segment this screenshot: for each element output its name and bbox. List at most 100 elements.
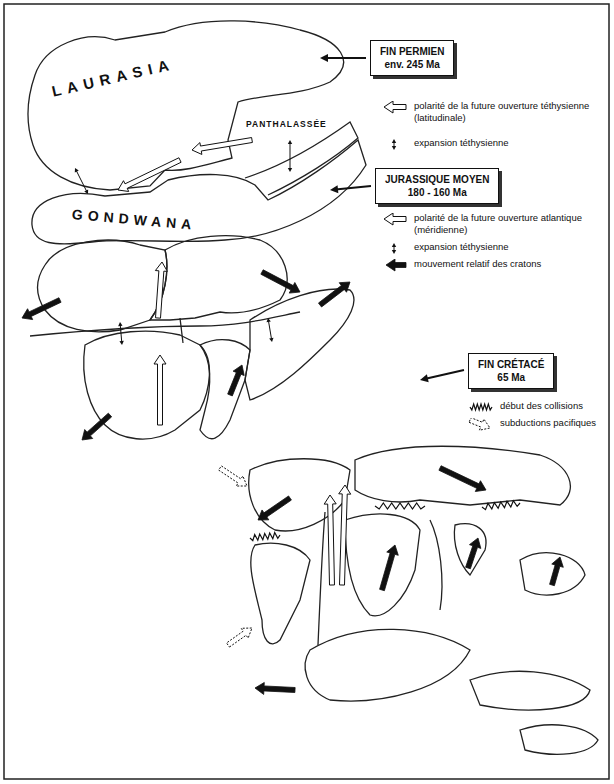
- craton-outline: [520, 725, 598, 755]
- arrow-head: [392, 139, 396, 143]
- craton-outline: [470, 671, 590, 710]
- subduction-arrow: [227, 628, 252, 647]
- legend-text: polarité de la future ouverture téthysie…: [414, 100, 612, 124]
- rift-line: [430, 520, 442, 610]
- expansion-arrow: [120, 325, 121, 342]
- collision-line: [375, 503, 425, 509]
- arrow-head: [75, 168, 79, 173]
- continent-name: PANTHALASSÉE: [246, 119, 327, 129]
- craton-motion-arrow: [439, 466, 486, 492]
- arrow-head: [288, 168, 292, 172]
- craton-motion-arrow: [466, 538, 481, 569]
- craton-outline: [454, 524, 486, 575]
- collision-line: [482, 501, 520, 510]
- arrow-head: [288, 140, 292, 144]
- arrow-head: [119, 341, 123, 345]
- pointer-arrow: [330, 185, 371, 193]
- legend-text: expansion téthysienne: [414, 137, 612, 149]
- arrow-head: [266, 318, 270, 322]
- opening-arrow: [154, 355, 166, 425]
- craton-motion-arrow: [255, 682, 295, 694]
- opening-arrow: [192, 138, 252, 155]
- period-age: 65 Ma: [478, 371, 544, 384]
- legend-item: début des collisions: [468, 400, 612, 414]
- collision-line: [250, 533, 280, 541]
- period-age: env. 245 Ma: [380, 58, 444, 71]
- craton-outline: [38, 240, 167, 332]
- legend-text: polarité de la future ouverture atlantiq…: [414, 212, 612, 236]
- arrow-head: [118, 322, 122, 326]
- continent-name: LAURASIA: [50, 55, 176, 100]
- period-box: FIN PERMIENenv. 245 Ma: [370, 40, 454, 76]
- legend-text: mouvement relatif des cratons: [414, 258, 612, 270]
- craton-outline: [28, 21, 344, 190]
- craton-motion-arrow: [82, 413, 112, 440]
- opening-arrow: [155, 262, 167, 318]
- period-name: FIN CRÉTACÉ: [478, 358, 544, 371]
- arrow-head: [392, 250, 396, 254]
- expansion-arrow: [290, 143, 291, 169]
- frame: [4, 4, 609, 779]
- rift-line: [180, 318, 183, 343]
- subduction-arrow: [219, 466, 247, 486]
- craton-outline: [245, 289, 354, 400]
- craton-outline: [245, 122, 358, 195]
- legend-symbol: [468, 401, 494, 414]
- craton-motion-arrow: [261, 270, 300, 293]
- arrow-head: [392, 243, 396, 247]
- expansion-arrow: [76, 171, 86, 192]
- craton-motion-arrow: [380, 545, 399, 591]
- legend-item: subductions pacifiques: [468, 417, 612, 431]
- subduction-arrow: [469, 418, 490, 430]
- pointer-arrow: [420, 369, 464, 382]
- craton-outlines: [28, 21, 598, 754]
- legend-symbol: [382, 259, 408, 272]
- legend-item: polarité de la future ouverture atlantiq…: [382, 212, 612, 236]
- legend-text: subductions pacifiques: [500, 417, 612, 429]
- legend-item: mouvement relatif des cratons: [382, 258, 612, 272]
- craton-motion-arrow: [258, 496, 291, 520]
- craton-motion-arrow: [318, 282, 350, 307]
- opening-arrow: [384, 101, 406, 113]
- period-box: JURASSIQUE MOYEN180 - 160 Ma: [375, 168, 499, 204]
- expansion-arrow: [268, 321, 271, 339]
- opening-arrow: [324, 495, 336, 585]
- legend-item: polarité de la future ouverture téthysie…: [382, 100, 612, 124]
- craton-outline: [150, 236, 287, 320]
- craton-motion-arrow: [550, 557, 564, 586]
- legend-text: expansion téthysienne: [414, 241, 612, 253]
- craton-motion-arrow: [228, 365, 245, 396]
- legend-text: début des collisions: [500, 400, 612, 412]
- pointer-arrow: [320, 54, 366, 62]
- opening-arrow: [118, 158, 181, 192]
- legend-symbol: [382, 101, 408, 114]
- period-name: JURASSIQUE MOYEN: [385, 173, 489, 186]
- arrow-head: [392, 146, 396, 150]
- craton-motion-arrow: [386, 259, 406, 271]
- craton-outline: [32, 140, 366, 244]
- arrow-head: [84, 189, 88, 194]
- period-name: FIN PERMIEN: [380, 45, 444, 58]
- legend-symbol: [382, 213, 408, 226]
- continent-name: GONDWANA: [71, 206, 197, 233]
- collision-line: [470, 404, 492, 410]
- legend-symbol: [382, 242, 408, 255]
- opening-arrow: [339, 485, 351, 585]
- craton-outline: [249, 459, 350, 531]
- legend-symbol: [382, 138, 408, 151]
- craton-outline: [345, 514, 420, 616]
- craton-outline: [200, 340, 250, 439]
- legend-item: expansion téthysienne: [382, 137, 612, 151]
- rift-line: [30, 312, 300, 336]
- opening-arrow: [384, 213, 406, 225]
- legend-item: expansion téthysienne: [382, 241, 612, 255]
- craton-outline: [251, 543, 310, 644]
- craton-outline: [520, 553, 585, 595]
- craton-outline: [355, 446, 570, 505]
- arrow-head: [269, 338, 273, 342]
- period-box: FIN CRÉTACÉ65 Ma: [468, 353, 554, 389]
- legend-symbol: [468, 418, 494, 431]
- period-age: 180 - 160 Ma: [385, 186, 489, 199]
- craton-motion-arrow: [22, 298, 61, 320]
